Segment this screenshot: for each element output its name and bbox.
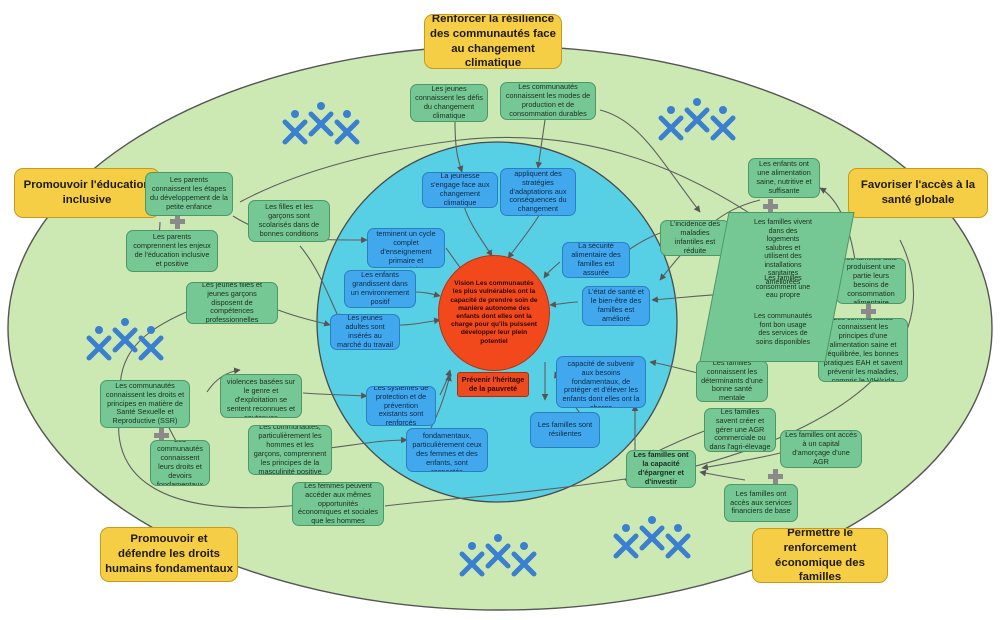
inner-protection-systems: Les systèmes de protection et de prévent… (366, 386, 436, 426)
outcome-sustainable-production: Les communautés connaissent les modes de… (500, 82, 596, 120)
outcome-women-opportunities: Les femmes peuvent accéder aux mêmes opp… (292, 482, 384, 526)
inner-youth-engaged: La jeunesse s'engage face aux changement… (422, 172, 498, 208)
domain-health: Favoriser l'accès à la santé globale (848, 168, 988, 218)
domain-rights: Promouvoir et défendre les droits humain… (100, 527, 238, 582)
outcome-professional-skills: Les jeunes filles et jeunes garçons disp… (186, 282, 278, 324)
heritage-box: Prévenir l'héritage de la pauvreté (457, 372, 529, 397)
domain-resilience: Renforcer la résilience des communautés … (424, 14, 562, 69)
health-water-text: Les familles consomment une eau propre (755, 274, 811, 299)
inner-school-cycle: Tous les enfants terminent un cycle comp… (367, 228, 445, 268)
plus-junction-icon (768, 469, 783, 484)
inner-health-wellbeing: L'état de santé et le bien-être des fami… (582, 286, 650, 326)
inner-resilient-families: Les familles sont résilientes (530, 412, 600, 448)
outcome-financial-services: Les familles ont accès aux services fina… (724, 484, 798, 522)
inner-basic-needs: Les familles ont la capacité de subvenir… (556, 356, 646, 408)
inner-positive-environment: Les enfants grandissent dans un environn… (344, 270, 416, 308)
people-group-icon (459, 534, 537, 577)
domain-economy: Permettre le renforcement économique des… (752, 528, 888, 583)
outcome-child-nutrition: Les enfants ont une alimentation saine, … (748, 158, 820, 198)
people-group-icon (86, 318, 164, 361)
outcome-ssr-rights: Les communautés connaissent les droits e… (100, 380, 190, 428)
outcome-rights-duties: Les communautés connaissent leurs droits… (150, 440, 210, 486)
plus-junction-icon (154, 428, 169, 443)
outcome-parents-development: Les parents connaissent les étapes du dé… (145, 172, 233, 216)
health-housing-text: Les familles vivent dans des logements s… (754, 218, 812, 286)
plus-junction-icon (763, 199, 778, 214)
outcome-child-disease: L'incidence des maladies infantiles est … (660, 220, 730, 256)
outcome-gbv-victims: Les victimes de violences basées sur le … (220, 374, 302, 418)
inner-job-market: Les jeunes adultes sont insérés au march… (330, 314, 400, 350)
inner-food-security: La sécurité alimentaire des familles est… (562, 242, 630, 278)
vision-circle: Vision Les communautés les plus vulnérab… (438, 255, 550, 371)
outcome-schooling: Les filles et les garçons sont scolarisé… (248, 200, 330, 242)
inner-adaptation-strategies: Les communautés appliquent des stratégie… (500, 168, 576, 216)
outcome-positive-masculinity: Les communautés, particulièrement les ho… (248, 425, 332, 475)
outcome-income-activity: Les familles savent créer et gérer une A… (704, 408, 776, 452)
people-group-icon (658, 98, 736, 141)
inner-fundamental-rights: Les droits fondamentaux, particulièremen… (406, 428, 488, 472)
people-group-icon (613, 516, 691, 559)
health-block: Les familles vivent dans des logements s… (699, 212, 855, 362)
outcome-savings: Les familles ont la capacité d'épargner … (626, 450, 696, 488)
people-group-icon (282, 102, 360, 145)
plus-junction-icon (170, 214, 185, 229)
domain-education: Promouvoir l'éducation inclusive (14, 168, 160, 218)
outcome-healthy-food-knowledge: Les communautés connaissent les principe… (818, 318, 908, 382)
outcome-mental-health: Les familles connaissent les déterminant… (696, 360, 768, 402)
outcome-seed-capital: Les familles ont accès à un capital d'am… (780, 430, 862, 468)
health-services-text: Les communautés font bon usage des servi… (754, 312, 812, 346)
outcome-self-production: Les familles auto-produisent une partie … (836, 258, 906, 304)
plus-junction-icon (861, 304, 876, 319)
outcome-parents-inclusive: Les parents comprennent les enjeux de l'… (126, 230, 218, 272)
outcome-youth-climate: Les jeunes connaissent les défis du chan… (410, 84, 488, 122)
